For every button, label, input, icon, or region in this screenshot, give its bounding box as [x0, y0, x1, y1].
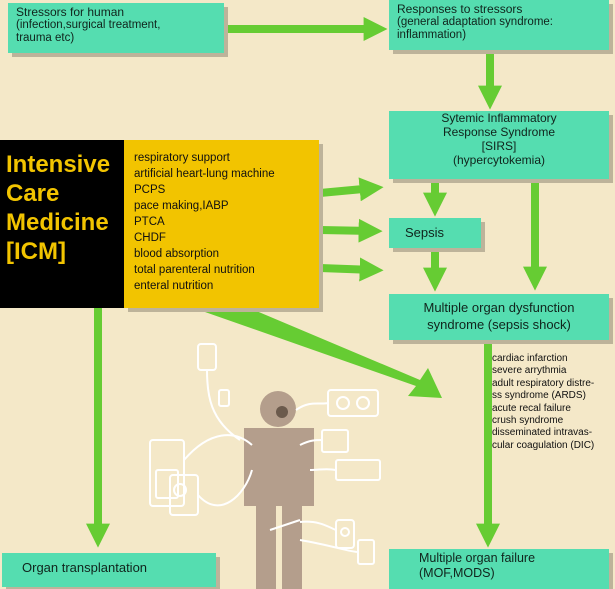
icm-title-line3: Medicine	[6, 209, 109, 236]
complication-item: cardiac infarction	[492, 353, 568, 364]
stressors-title: Stressors for human	[16, 5, 125, 19]
complication-item: ss syndrome (ARDS)	[492, 390, 586, 402]
monitor-cable	[197, 469, 253, 507]
complication-item: severe arrythmia	[492, 365, 567, 377]
ventilator-icon	[327, 389, 379, 417]
icm-title-panel: Intensive Care Medicine [ICM]	[0, 140, 124, 308]
catheter-line	[269, 519, 301, 531]
sirs-line3: [SIRS]	[481, 139, 517, 153]
complication-item: acute recal failure	[492, 402, 571, 414]
responses-title: Responses to stressors	[397, 2, 523, 16]
mods-line2: syndrome (sepsis shock)	[427, 317, 571, 332]
complication-item: disseminated intravas-	[492, 427, 593, 439]
patient-right-arm	[300, 428, 314, 498]
syringe-pump-icon	[357, 539, 375, 565]
iv-bag-icon	[197, 343, 217, 371]
responses-line1: (general adaptation syndrome:	[397, 16, 553, 28]
sirs-line4: (hypercytokemia)	[452, 153, 546, 167]
arrow-icm-to-complications	[205, 302, 442, 398]
pump-icon	[321, 429, 349, 453]
ventilator-tube	[295, 402, 329, 411]
responses-box: Responses to stressors (general adaptati…	[389, 0, 609, 50]
icm-item: respiratory support	[134, 152, 230, 164]
patient-right-leg	[282, 504, 302, 589]
heart-lung-machine-icon	[149, 439, 185, 507]
mods-box: Multiple organ dysfunction syndrome (sep…	[389, 294, 609, 340]
organ-transplantation-title: Organ transplantation	[22, 560, 148, 575]
mof-line2: (MOF,MODS)	[419, 566, 495, 580]
icm-item: blood absorption	[134, 248, 220, 260]
mods-line1: Multiple organ dysfunction	[423, 300, 575, 315]
icm-item: artificial heart-lung machine	[134, 168, 275, 180]
stressors-line1: (infection,surgical treatment,	[16, 19, 161, 31]
complications-list: cardiac infarction severe arrythmia adul…	[492, 353, 615, 452]
iv-line	[206, 369, 241, 441]
complications-panel: cardiac infarction severe arrythmia adul…	[492, 353, 615, 452]
complication-item: adult respiratory distre-	[492, 377, 595, 389]
sepsis-title: Sepsis	[405, 225, 445, 240]
icm-title-line1: Intensive	[6, 151, 111, 178]
dialysis-machine-icon	[335, 459, 381, 481]
sirs-line2: Response Syndrome	[442, 125, 556, 139]
patient-left-leg	[256, 504, 276, 589]
organ-transplantation-box: Organ transplantation	[2, 553, 216, 587]
sepsis-box: Sepsis	[389, 218, 481, 248]
mask-icon	[276, 406, 288, 418]
stressors-line2: trauma etc)	[16, 32, 75, 44]
arrow-icm-to-mods	[319, 257, 384, 282]
sirs-line1: Sytemic Inflammatory	[441, 111, 557, 125]
stressors-box: Stressors for human (infection,surgical …	[8, 3, 224, 53]
mof-line1: Multiple organ failure	[419, 551, 536, 565]
icm-title-line4: [ICM]	[6, 238, 66, 265]
icm-treatments-list: respiratory support artificial heart-lun…	[134, 150, 319, 294]
sirs-box: Sytemic Inflammatory Response Syndrome […	[389, 111, 609, 179]
icm-title-line2: Care	[6, 180, 60, 207]
icm-item: enteral nutrition	[134, 280, 214, 292]
responses-line2: inflammation)	[397, 29, 467, 41]
arrow-icm-to-sirs	[319, 177, 384, 202]
icm-item: CHDF	[134, 232, 166, 244]
icm-item: pace making,IABP	[134, 200, 229, 212]
urine-bag-icon	[335, 519, 355, 549]
complication-item: crush syndrome	[492, 415, 564, 427]
arrow-icm-to-sepsis	[319, 218, 383, 243]
icm-treatments-panel: respiratory support artificial heart-lun…	[124, 140, 319, 308]
icm-item: PCPS	[134, 184, 166, 196]
mof-box: Multiple organ failure (MOF,MODS)	[389, 549, 609, 589]
icm-item: PTCA	[134, 216, 165, 228]
patient-left-arm	[244, 428, 258, 498]
complication-item: cular coagulation (DIC)	[492, 439, 595, 451]
icm-item: total parenteral nutrition	[134, 264, 255, 276]
icu-patient-illustration	[149, 343, 381, 589]
drip-chamber-icon	[218, 389, 230, 407]
